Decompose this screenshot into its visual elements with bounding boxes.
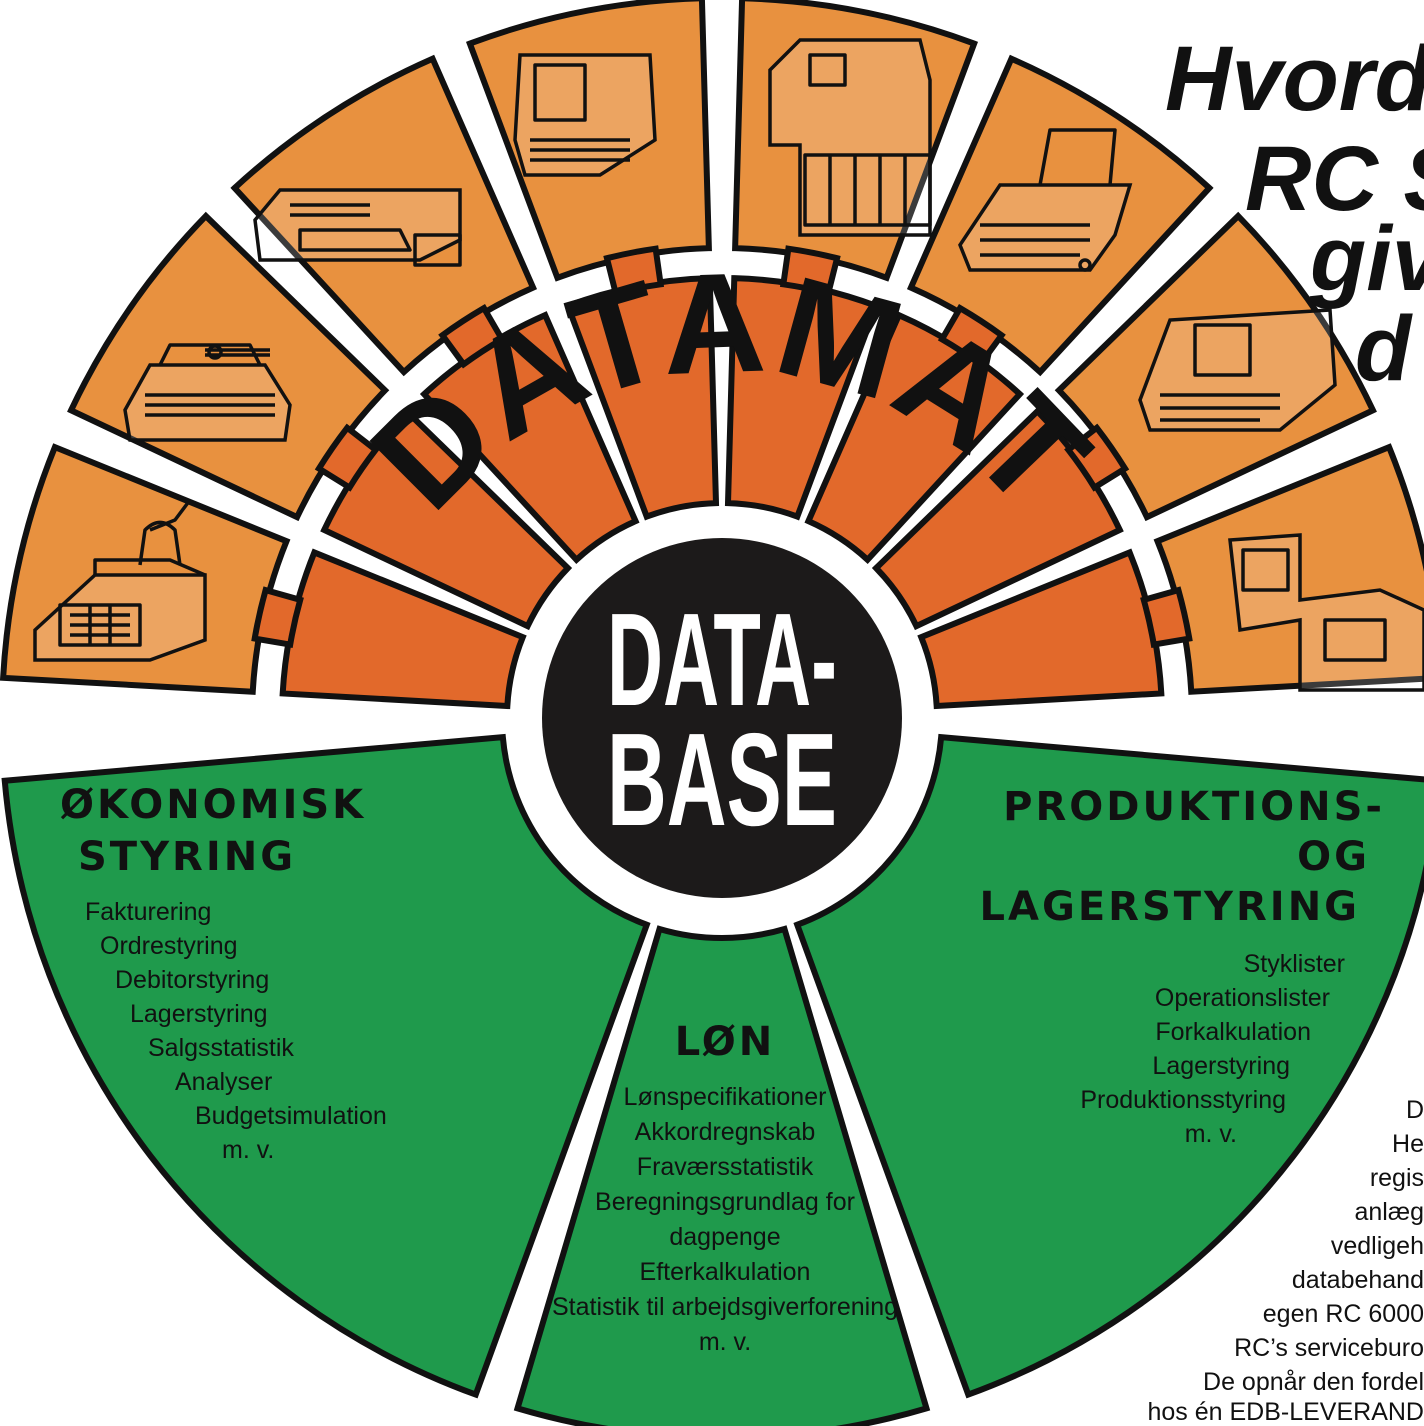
economy-item: Analyser	[175, 1068, 272, 1096]
typewriter-icon	[123, 343, 292, 442]
economy-item: Budgetsimulation	[195, 1102, 387, 1130]
headline: Hvorda RC S giv d	[1165, 28, 1424, 400]
headline-line-1: Hvorda	[1165, 28, 1424, 130]
application-sectors	[1, 733, 1424, 1426]
band-segment	[564, 275, 720, 521]
production-title-1: PRODUKTIONS-	[1003, 784, 1385, 830]
side-text-line: anlæg	[1355, 1198, 1424, 1226]
calculator-icon	[33, 498, 207, 662]
salary-item: Akkordregnskab	[635, 1118, 816, 1146]
device-wedge	[0, 443, 291, 695]
terminal-icon	[253, 188, 462, 267]
keyboard-terminal-icon	[513, 53, 657, 177]
production-item: Operationslister	[1155, 984, 1330, 1012]
band-connector	[779, 245, 841, 297]
band-segment	[917, 548, 1165, 710]
device-wedge	[1054, 211, 1377, 522]
side-text-line: regis	[1370, 1164, 1424, 1192]
band-connector	[251, 586, 304, 649]
salary-item: Lønspecifikationer	[624, 1083, 827, 1111]
salary-item: Efterkalkulation	[640, 1258, 811, 1286]
device-wedge	[732, 0, 979, 282]
band-segment	[279, 548, 527, 710]
mainframe-icon	[768, 38, 932, 237]
teleprinter-icon	[958, 128, 1133, 272]
hub-line-2: BASE	[607, 706, 837, 853]
salary-item: m. v.	[699, 1328, 751, 1356]
band-connector	[1064, 423, 1130, 492]
device-wedge	[230, 54, 538, 377]
headline-line-4: d	[1355, 298, 1413, 400]
economy-sector	[1, 733, 651, 1399]
production-item: m. v.	[1185, 1120, 1237, 1148]
salary-item: Fraværsstatistik	[637, 1153, 814, 1181]
salary-sector	[513, 925, 931, 1426]
production-item: Lagerstyring	[1152, 1052, 1290, 1080]
economy-item: Fakturering	[85, 898, 211, 926]
side-text-line: D	[1406, 1096, 1424, 1124]
datamat-band	[251, 245, 1193, 710]
database-hub	[542, 538, 902, 898]
side-text-line: RC’s serviceburo	[1234, 1334, 1424, 1362]
headline-line-2: RC S	[1245, 128, 1424, 230]
device-icons	[33, 38, 1424, 692]
side-text-line: hos én EDB-LEVERAND	[1147, 1398, 1424, 1426]
device-wedges	[0, 0, 1424, 695]
economy-item: Salgsstatistik	[148, 1034, 294, 1062]
production-title-3: LAGERSTYRING	[980, 884, 1360, 930]
band-segment	[804, 311, 1025, 564]
production-sector	[793, 733, 1424, 1399]
side-text-line: He	[1392, 1130, 1424, 1158]
economy-item: Ordrestyring	[100, 932, 238, 960]
band-segment	[871, 407, 1124, 631]
economy-title-1: ØKONOMISK	[60, 782, 366, 828]
side-text-line: egen RC 6000	[1263, 1300, 1424, 1328]
band-segment	[724, 275, 880, 521]
production-section: PRODUKTIONS- OG LAGERSTYRING Styklister …	[980, 784, 1385, 1148]
band-connector	[603, 245, 665, 297]
economy-item: Lagerstyring	[130, 1000, 268, 1028]
band-segment	[320, 407, 573, 631]
band-connector	[314, 423, 380, 492]
device-wedge	[906, 54, 1214, 377]
salary-title: LØN	[675, 1019, 776, 1065]
band-connector	[438, 304, 507, 369]
production-title-2: OG	[1297, 834, 1370, 880]
band-connector	[1140, 586, 1193, 649]
production-item: Produktionsstyring	[1080, 1086, 1286, 1114]
side-text-line: databehand	[1292, 1266, 1424, 1294]
display-terminal-icon	[1138, 308, 1337, 432]
headline-line-3: giv	[1309, 208, 1424, 310]
economy-title-2: STYRING	[78, 834, 296, 880]
production-item: Styklister	[1244, 950, 1345, 978]
side-text-line: vedligeh	[1331, 1232, 1424, 1260]
salary-item: dagpenge	[669, 1223, 780, 1251]
band-connector	[937, 304, 1006, 369]
economy-section: ØKONOMISK STYRING Fakturering Ordrestyri…	[60, 782, 387, 1164]
hub-line-1: DATA-	[607, 586, 837, 733]
production-item: Forkalkulation	[1155, 1018, 1311, 1046]
side-text-line: De opnår den fordel	[1203, 1368, 1424, 1396]
desk-terminal-icon	[1228, 533, 1424, 692]
economy-item: Debitorstyring	[115, 966, 269, 994]
side-text: D He regis anlæg vedligeh databehand ege…	[1147, 1096, 1424, 1426]
device-wedge	[1153, 443, 1424, 695]
salary-section: LØN Lønspecifikationer Akkordregnskab Fr…	[552, 1019, 898, 1356]
economy-item: m. v.	[222, 1136, 274, 1164]
salary-item: Beregningsgrundlag for	[595, 1188, 855, 1216]
salary-item: Statistik til arbejdsgiverforening	[552, 1293, 898, 1321]
band-segment	[419, 311, 640, 564]
